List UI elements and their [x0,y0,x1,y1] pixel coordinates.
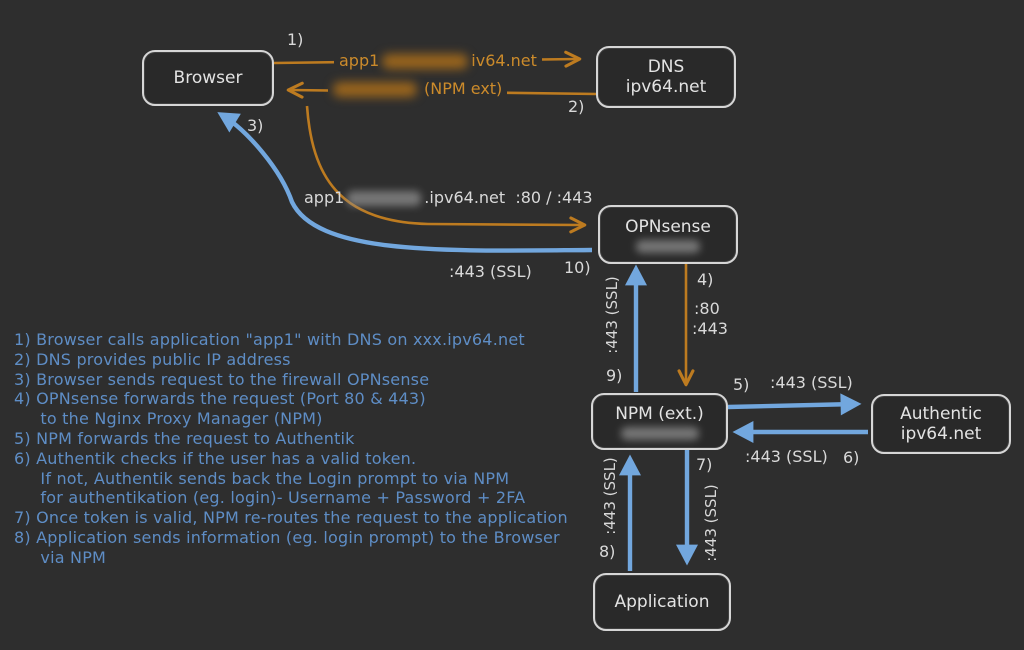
edge-label-text: app1 [339,51,380,70]
step-number-7: 7) [696,455,713,474]
node-application: Application [593,573,731,631]
redacted-text [333,81,417,97]
step-number-10: 10) [564,258,591,277]
edge-label-text: iv64.net [471,51,537,70]
edge-label-npm-to-opnsense: :443 (SSL) [603,276,621,354]
dns-label-line2: ipv64.net [625,77,707,97]
legend-line: for authentikation (eg. login)- Username… [14,488,526,508]
authentik-label-line2: ipv64.net [900,424,982,444]
step-number-1: 1) [287,30,304,49]
edge-label-dns-to-browser: (NPM ext) [328,78,508,100]
step-number-5: 5) [733,375,750,394]
step-number-8: 8) [599,542,616,561]
redacted-text [382,53,469,69]
edge-label-text: .ipv64.net :80 / :443 [424,188,593,207]
node-npm: NPM (ext.) [591,393,728,450]
edge-label-port-443: :443 [692,319,728,338]
dns-label-line1: DNS [647,57,685,77]
redacted-text [636,239,700,253]
edge-label-port-80: :80 [694,299,720,318]
step-number-4: 4) [697,270,714,289]
redacted-text [347,190,422,206]
edge-label-npm-to-authentik: :443 (SSL) [770,373,853,392]
application-label: Application [614,592,710,612]
edge-label-application-to-npm: :443 (SSL) [601,457,619,535]
npm-label: NPM (ext.) [615,403,704,424]
legend-line: 8) Application sends information (eg. lo… [14,527,560,547]
edge-label-text: app1 [304,188,345,207]
arrow-browser-to-opnsense [305,105,587,234]
edge-label-text: (NPM ext) [424,79,503,98]
legend-line: 1) Browser calls application "app1" with… [14,330,525,349]
steps-legend: 1) Browser calls application "app1" with… [14,330,568,568]
node-browser: Browser [142,50,274,106]
legend-line: to the Nginx Proxy Manager (NPM) [14,409,323,429]
edge-label-authentik-to-npm: :443 (SSL) [745,447,828,466]
arrow-npm-to-authentik [727,393,862,416]
authentik-label-line1: Authentic [900,404,982,424]
legend-line: 5) NPM forwards the request to Authentik [14,428,355,448]
legend-line: 2) DNS provides public IP address [14,349,291,369]
legend-line: via NPM [14,547,107,567]
step-number-9: 9) [606,366,623,385]
edge-label-browser-to-dns: app1 iv64.net [334,50,542,72]
node-dns: DNS ipv64.net [596,46,736,108]
node-opnsense: OPNsense [598,205,738,264]
step-number-2: 2) [568,97,585,116]
edge-label-npm-to-application: :443 (SSL) [702,484,720,562]
opnsense-label: OPNsense [625,216,711,237]
step-number-3: 3) [247,116,264,135]
legend-line: 4) OPNsense forwards the request (Port 8… [14,389,426,409]
arrow-opnsense-to-browser [217,112,593,253]
node-authentik: Authentic ipv64.net [871,394,1011,454]
legend-line: 3) Browser sends request to the firewall… [14,369,430,389]
legend-line: 7) Once token is valid, NPM re-routes th… [14,508,568,528]
edge-label-opnsense-to-browser: :443 (SSL) [449,262,532,281]
redacted-text [620,426,699,440]
legend-line: If not, Authentik sends back the Login p… [14,468,510,488]
browser-label: Browser [173,68,243,88]
step-number-6: 6) [843,448,860,467]
edge-label-browser-to-opnsense: app1 .ipv64.net :80 / :443 [299,187,598,209]
legend-line: 6) Authentik checks if the user has a va… [14,448,417,468]
